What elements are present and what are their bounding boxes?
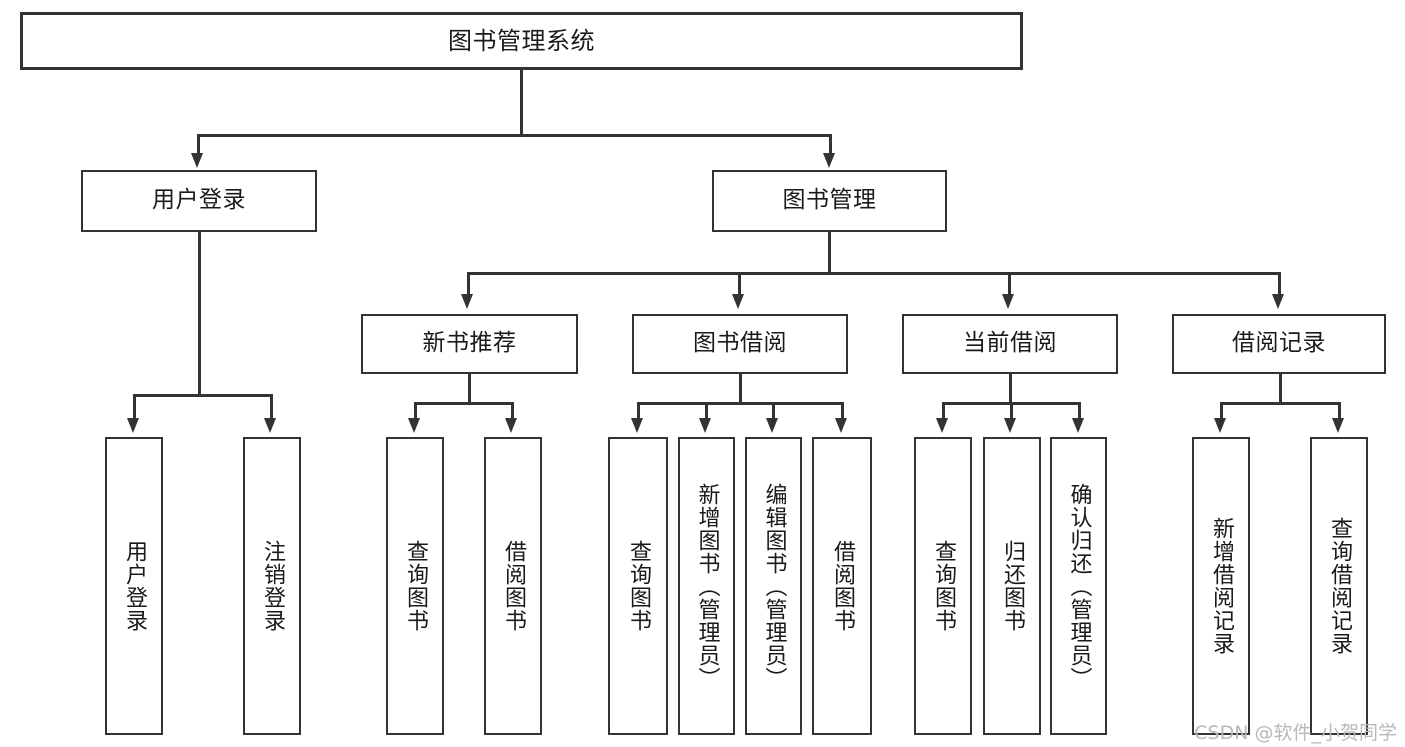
arrowhead-new-book-recommend	[461, 294, 473, 309]
arrowhead-current-borrow	[1002, 294, 1014, 309]
node-new-book-recommend-label: 新书推荐	[422, 330, 517, 357]
connector-nbr-to-leaf1	[414, 402, 417, 420]
connector-bb-to-leaf2	[705, 402, 708, 420]
arrowhead-leaf-return-book	[1004, 418, 1016, 433]
node-leaf-logout-login[interactable]: 注销登录	[243, 437, 301, 735]
arrowhead-user-login	[191, 153, 203, 168]
node-leaf-query-book-1-label: 查询图书	[402, 540, 428, 632]
arrowhead-leaf-query-book-1	[408, 418, 420, 433]
arrowhead-leaf-borrow-book-2	[835, 418, 847, 433]
arrowhead-book-manage	[823, 153, 835, 168]
node-leaf-add-book[interactable]: 新增图书（管理员）	[678, 437, 735, 735]
connector-to-book-borrow	[738, 272, 741, 296]
connector-user-login-to-leaf2	[270, 394, 273, 420]
connector-book-borrow-stem	[739, 374, 742, 404]
arrowhead-leaf-query-record	[1332, 418, 1344, 433]
arrowhead-leaf-confirm-return	[1072, 418, 1084, 433]
connector-bb-to-leaf3	[772, 402, 775, 420]
connector-nbr-to-leaf2	[511, 402, 514, 420]
node-borrow-record[interactable]: 借阅记录	[1172, 314, 1386, 374]
connector-root-to-user-login	[197, 134, 200, 156]
node-leaf-query-book-1[interactable]: 查询图书	[386, 437, 444, 735]
connector-new-book-recommend-stem	[468, 374, 471, 404]
node-leaf-add-book-label: 新增图书（管理员）	[694, 482, 720, 690]
node-leaf-edit-book[interactable]: 编辑图书（管理员）	[745, 437, 802, 735]
connector-cb-to-leaf1	[942, 402, 945, 420]
node-leaf-add-record-label: 新增借阅记录	[1208, 517, 1234, 655]
node-leaf-query-book-3[interactable]: 查询图书	[914, 437, 972, 735]
connector-user-login-to-leaf1	[133, 394, 136, 420]
connector-book-manage-stem	[828, 232, 831, 274]
node-book-manage[interactable]: 图书管理	[712, 170, 947, 232]
node-leaf-logout-login-label: 注销登录	[259, 540, 285, 632]
connector-bb-to-leaf4	[841, 402, 844, 420]
arrowhead-leaf-edit-book	[766, 418, 778, 433]
node-leaf-edit-book-label: 编辑图书（管理员）	[761, 482, 787, 690]
connector-borrow-record-stem	[1279, 374, 1282, 404]
node-new-book-recommend[interactable]: 新书推荐	[361, 314, 578, 374]
connector-bb-to-leaf1	[637, 402, 640, 420]
node-leaf-borrow-book-2-label: 借阅图书	[829, 540, 855, 632]
connector-root-to-book-manage	[829, 134, 832, 156]
connector-book-borrow-bus	[637, 402, 843, 405]
arrowhead-leaf-query-book-2	[631, 418, 643, 433]
arrowhead-leaf-add-record	[1214, 418, 1226, 433]
connector-br-to-leaf2	[1338, 402, 1341, 420]
node-leaf-borrow-book-1[interactable]: 借阅图书	[484, 437, 542, 735]
node-leaf-confirm-return[interactable]: 确认归还（管理员）	[1050, 437, 1107, 735]
connector-borrow-record-bus	[1220, 402, 1339, 405]
node-leaf-borrow-book-1-label: 借阅图书	[500, 540, 526, 632]
node-leaf-user-login[interactable]: 用户登录	[105, 437, 163, 735]
connector-root-stem	[520, 70, 523, 136]
node-root-label: 图书管理系统	[448, 26, 595, 55]
node-leaf-return-book[interactable]: 归还图书	[983, 437, 1041, 735]
node-leaf-query-record[interactable]: 查询借阅记录	[1310, 437, 1368, 735]
node-leaf-query-book-3-label: 查询图书	[930, 540, 956, 632]
connector-user-login-stem	[198, 232, 201, 396]
node-leaf-confirm-return-label: 确认归还（管理员）	[1066, 482, 1092, 690]
node-leaf-add-record[interactable]: 新增借阅记录	[1192, 437, 1250, 735]
node-root[interactable]: 图书管理系统	[20, 12, 1023, 70]
arrowhead-leaf-user-login	[127, 418, 139, 433]
connector-to-borrow-record	[1278, 272, 1281, 296]
arrowhead-leaf-logout-login	[264, 418, 276, 433]
connector-cb-to-leaf3	[1078, 402, 1081, 420]
node-leaf-user-login-label: 用户登录	[121, 540, 147, 632]
node-book-borrow[interactable]: 图书借阅	[632, 314, 848, 374]
connector-user-login-bus	[133, 394, 272, 397]
connector-br-to-leaf1	[1220, 402, 1223, 420]
node-leaf-query-record-label: 查询借阅记录	[1326, 517, 1352, 655]
connector-cb-to-leaf2	[1010, 402, 1013, 420]
arrowhead-leaf-add-book	[699, 418, 711, 433]
node-book-manage-label: 图书管理	[782, 187, 877, 214]
connector-book-manage-bus	[467, 272, 1280, 275]
node-leaf-query-book-2[interactable]: 查询图书	[608, 437, 668, 735]
node-user-login-label: 用户登录	[152, 187, 246, 214]
connector-to-current-borrow	[1008, 272, 1011, 296]
node-book-borrow-label: 图书借阅	[693, 330, 787, 357]
node-leaf-borrow-book-2[interactable]: 借阅图书	[812, 437, 872, 735]
node-current-borrow[interactable]: 当前借阅	[902, 314, 1118, 374]
node-current-borrow-label: 当前借阅	[963, 330, 1057, 357]
node-leaf-return-book-label: 归还图书	[999, 540, 1025, 632]
node-borrow-record-label: 借阅记录	[1232, 330, 1326, 357]
arrowhead-book-borrow	[732, 294, 744, 309]
connector-to-new-book-recommend	[467, 272, 470, 296]
connector-new-book-recommend-bus	[414, 402, 513, 405]
arrowhead-leaf-query-book-3	[936, 418, 948, 433]
node-user-login[interactable]: 用户登录	[81, 170, 317, 232]
node-leaf-query-book-2-label: 查询图书	[625, 540, 651, 632]
connector-root-bus	[197, 134, 832, 137]
arrowhead-leaf-borrow-book-1	[505, 418, 517, 433]
connector-current-borrow-stem	[1009, 374, 1012, 404]
arrowhead-borrow-record	[1272, 294, 1284, 309]
